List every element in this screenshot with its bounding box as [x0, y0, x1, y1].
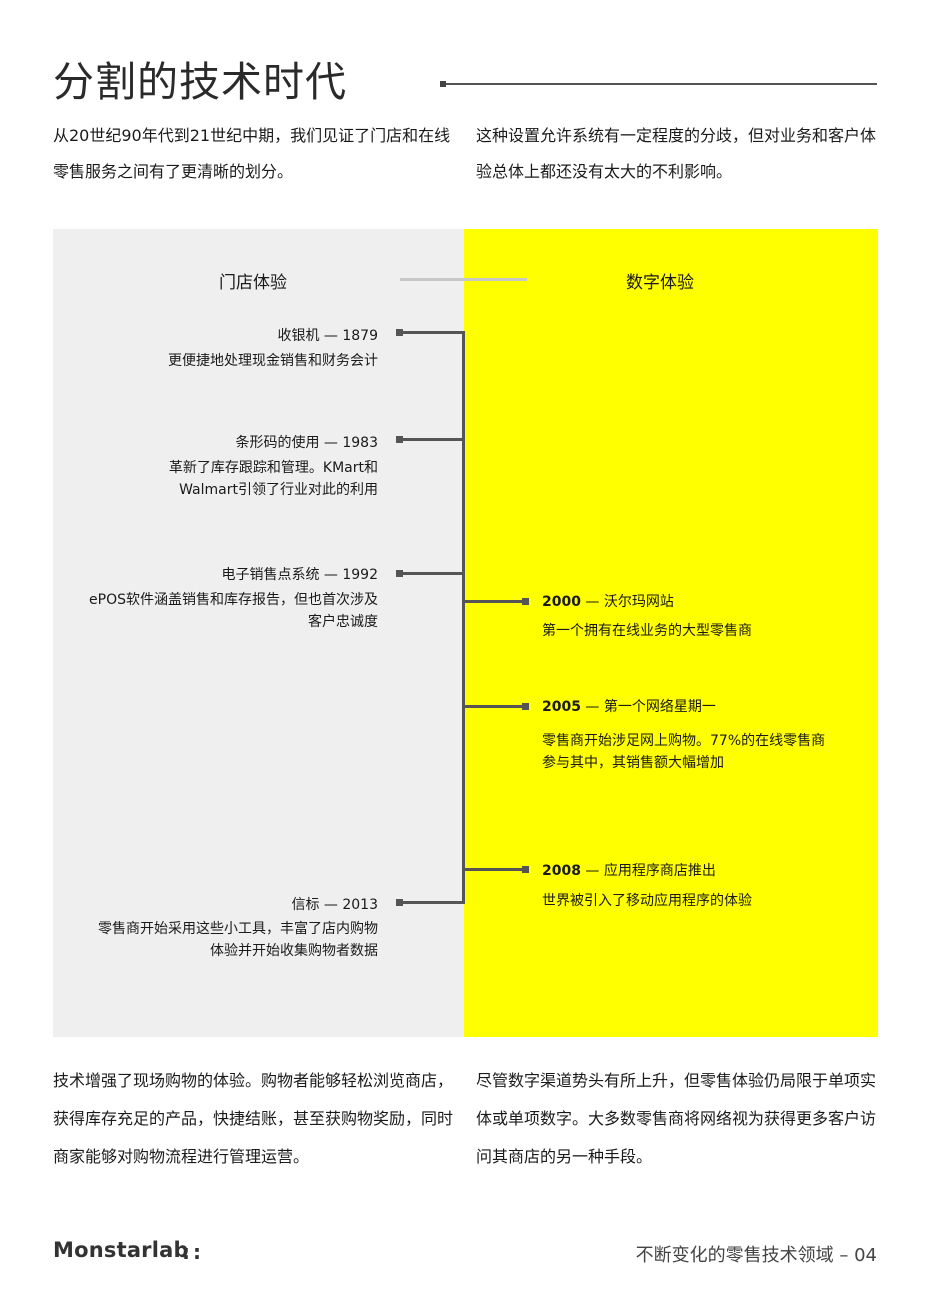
- timeline-marker: [522, 703, 529, 710]
- event-title: 2005 — 第一个网络星期一: [542, 696, 716, 716]
- timeline-connector: [464, 600, 528, 603]
- store-heading: 门店体验: [219, 273, 287, 293]
- store-experience-panel: [53, 229, 464, 1037]
- timeline-marker: [396, 570, 403, 577]
- timeline-marker: [396, 899, 403, 906]
- event-title: 电子销售点系统 — 1992: [221, 567, 378, 583]
- title-rule: [441, 83, 877, 85]
- page-footer-label: 不断变化的零售技术领域 – 04: [635, 1245, 877, 1266]
- event-desc: 零售商开始采用这些小工具，丰富了店内购物体验并开始收集购物者数据: [98, 921, 378, 959]
- event-title-text: — 第一个网络星期一: [580, 699, 716, 715]
- event-title: 2000 — 沃尔玛网站: [542, 591, 674, 611]
- timeline-connector: [400, 331, 464, 334]
- event-desc: 零售商开始涉足网上购物。77%的在线零售商参与其中，其销售额大幅增加: [542, 733, 826, 771]
- timeline-marker: [522, 598, 529, 605]
- event-year: 2005: [542, 699, 581, 715]
- heading-divider: [400, 278, 527, 281]
- event-year: 2008: [542, 863, 581, 879]
- timeline-connector: [464, 868, 528, 871]
- bottom-paragraph-right: 尽管数字渠道势头有所上升，但零售体验仍局限于单项实体或单项数字。大多数零售商将网…: [476, 1071, 877, 1166]
- logo-mark-icon: ::: [182, 1240, 204, 1264]
- intro-right: 这种设置允许系统有一定程度的分歧，但对业务和客户体验总体上都还没有太大的不利影响…: [476, 126, 877, 181]
- event-desc: ePOS软件涵盖销售和库存报告，但也首次涉及客户忠诚度: [89, 592, 378, 630]
- timeline-marker: [522, 866, 529, 873]
- event-desc: 革新了库存跟踪和管理。KMart和Walmart引领了行业对此的利用: [168, 460, 378, 498]
- page-title: 分割的技术时代: [53, 58, 347, 106]
- event-title: 收银机 — 1879: [277, 328, 378, 344]
- bottom-paragraph-left: 技术增强了现场购物的体验。购物者能够轻松浏览商店，获得库存充足的产品，快捷结账，…: [53, 1071, 454, 1166]
- event-title: 信标 — 2013: [291, 897, 378, 913]
- title-rule-marker: [440, 81, 446, 87]
- timeline-marker: [396, 329, 403, 336]
- timeline-connector: [464, 705, 528, 708]
- event-title: 2008 — 应用程序商店推出: [542, 860, 716, 880]
- event-title-text: — 应用程序商店推出: [580, 863, 716, 879]
- event-title-text: — 沃尔玛网站: [580, 594, 674, 610]
- event-desc: 第一个拥有在线业务的大型零售商: [542, 623, 752, 639]
- digital-experience-panel: [464, 229, 878, 1037]
- digital-heading: 数字体验: [626, 273, 694, 293]
- timeline-spine: [462, 331, 465, 904]
- event-year: 2000: [542, 594, 581, 610]
- event-desc: 更便捷地处理现金销售和财务会计: [168, 353, 378, 369]
- event-title: 条形码的使用 — 1983: [235, 435, 378, 451]
- timeline-connector: [400, 438, 464, 441]
- monstarlab-logo: Monstarlab: [53, 1238, 189, 1262]
- timeline-connector: [400, 572, 464, 575]
- event-desc: 世界被引入了移动应用程序的体验: [542, 893, 752, 909]
- timeline-marker: [396, 436, 403, 443]
- intro-left: 从20世纪90年代到21世纪中期，我们见证了门店和在线零售服务之间有了更清晰的划…: [53, 126, 451, 181]
- timeline-connector: [400, 901, 464, 904]
